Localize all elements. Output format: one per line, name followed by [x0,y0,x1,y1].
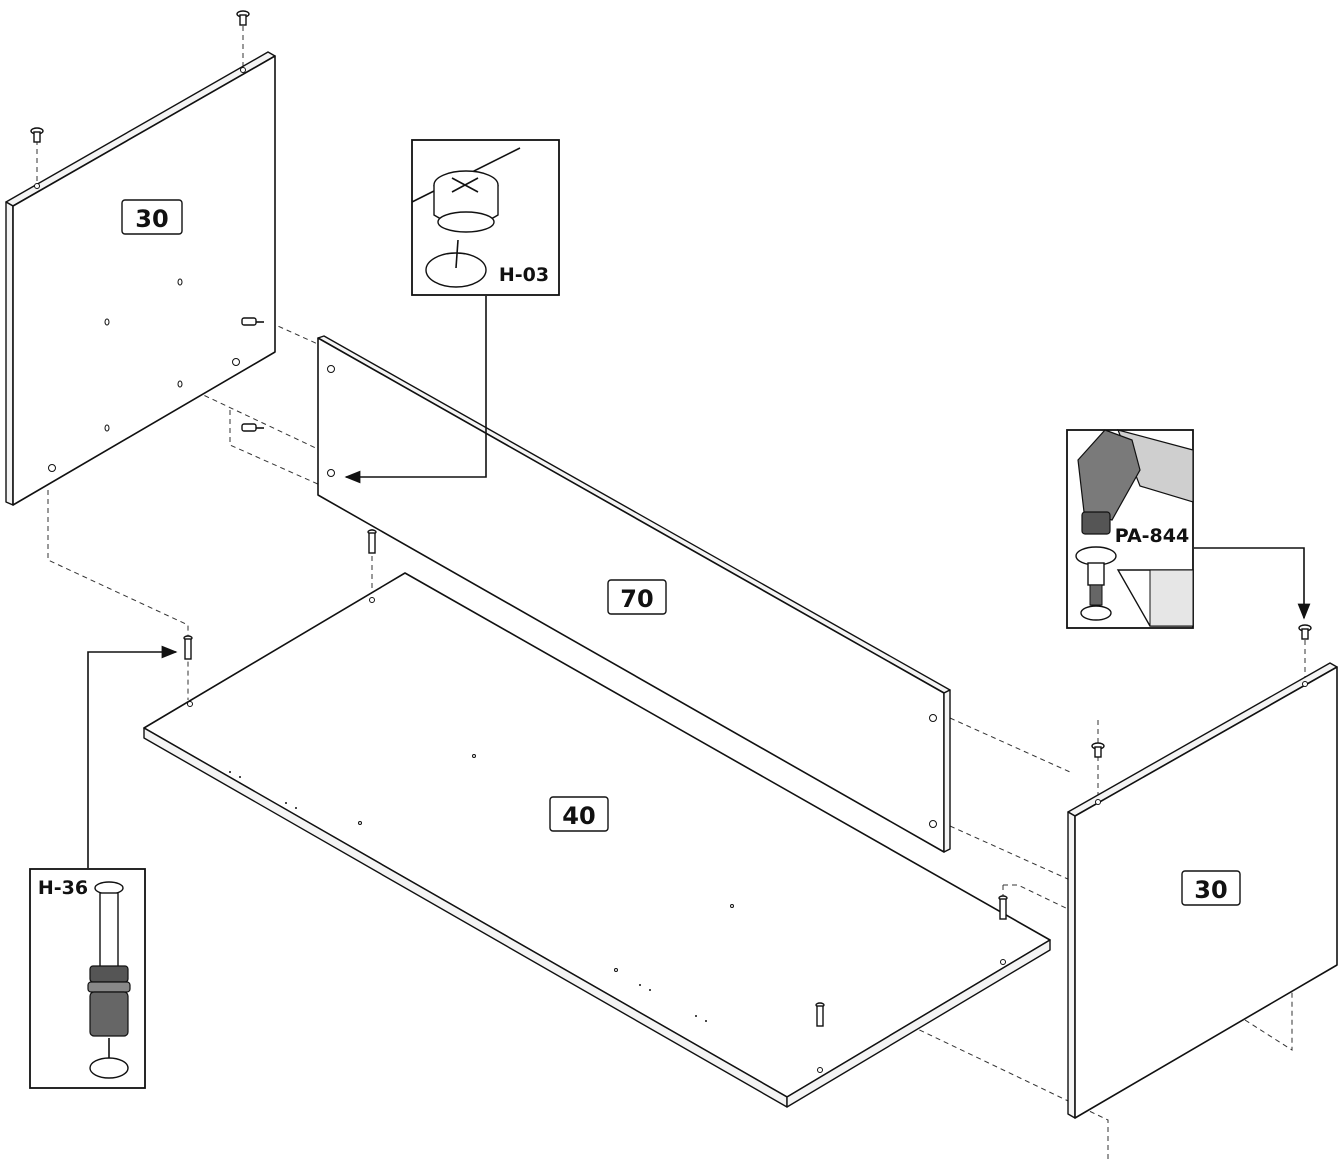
cam-lock-icon [411,147,521,288]
dowel-bolt-code: H-36 [38,877,88,899]
bottom-panel-number: 40 [562,802,595,830]
cam-lock-callout: H-03 [411,139,560,296]
left-side-panel [5,51,276,506]
cam-lock-leader [344,296,487,484]
screw-icon [30,10,250,143]
cam-lock-code: H-03 [499,264,549,286]
right-panel-label: 30 [1181,870,1241,906]
nail-screw-leader [1194,547,1311,620]
hammer-icon [1075,429,1194,627]
left-panel-number: 30 [135,205,168,233]
back-panel-number: 70 [620,585,653,613]
left-panel-label: 30 [121,199,183,235]
dowel-bolt-leader [87,645,178,868]
dowel-bolt-callout: H-36 [29,868,146,1089]
bottom-panel-label: 40 [549,796,609,832]
bottom-panel [143,572,1051,1108]
cam-bolt-icon [87,881,131,1079]
right-panel-number: 30 [1194,876,1227,904]
nail-screw-code: PA-844 [1115,525,1189,547]
screw-icon [1091,624,1312,758]
back-panel-label: 70 [607,579,667,615]
dowel-icon [241,317,264,432]
bolt-icon [183,529,1008,1027]
nail-screw-callout: PA-844 [1066,429,1194,629]
